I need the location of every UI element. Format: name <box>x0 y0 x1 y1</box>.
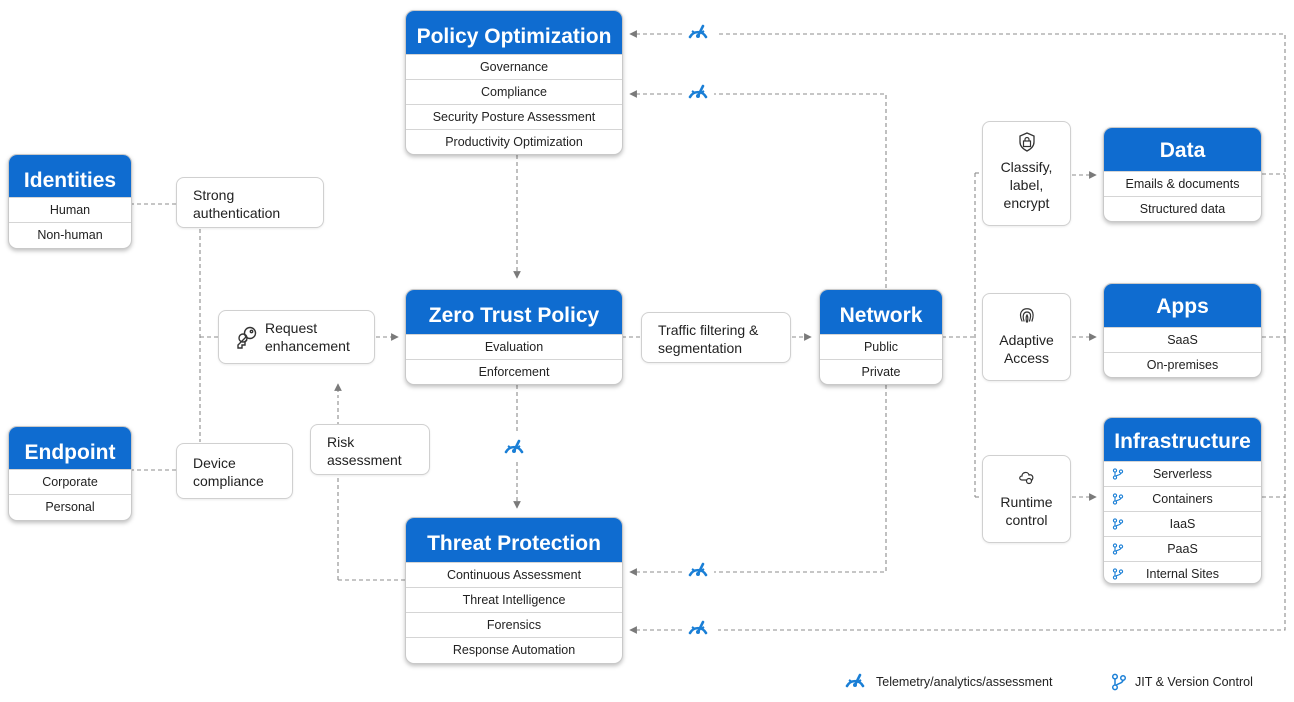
ztp-item: Evaluation <box>406 334 622 359</box>
infrastructure-item: IaaS <box>1104 511 1261 536</box>
infrastructure-item-label: Containers <box>1152 492 1213 506</box>
cloud-gear-icon <box>1018 471 1033 485</box>
infrastructure-title: Infrastructure <box>1104 418 1261 461</box>
branch-icon <box>1112 543 1124 555</box>
strong-authentication-card: Strong authentication <box>176 177 324 228</box>
lock-shield-icon <box>1018 132 1035 152</box>
legend-jit: JIT & Version Control <box>1111 673 1253 691</box>
data-title: Data <box>1104 128 1261 171</box>
legend-telemetry: Telemetry/analytics/assessment <box>842 673 1052 691</box>
identities-title: Identities <box>9 155 131 197</box>
legend-jit-label: JIT & Version Control <box>1135 675 1253 689</box>
data-item: Emails & documents <box>1104 171 1261 196</box>
branch-icon <box>1112 468 1124 480</box>
gauge-icon <box>504 439 524 455</box>
strong-authentication-label: Strong authentication <box>193 187 281 221</box>
identities-box: Identities Human Non-human <box>8 154 132 249</box>
infrastructure-item: Serverless <box>1104 461 1261 486</box>
network-item: Public <box>820 334 942 359</box>
adaptive-access-label: Adaptive Access <box>999 332 1054 366</box>
traffic-filtering-label: Traffic filtering & segmentation <box>658 322 759 356</box>
runtime-control-label: Runtime control <box>1000 494 1053 528</box>
endpoint-title: Endpoint <box>9 427 131 469</box>
infrastructure-item: PaaS <box>1104 536 1261 561</box>
threat-item: Continuous Assessment <box>406 562 622 587</box>
policy-item: Security Posture Assessment <box>406 104 622 129</box>
gauge-icon <box>845 673 865 689</box>
policy-item: Productivity Optimization <box>406 129 622 154</box>
risk-assessment-label: Risk assessment <box>327 434 402 468</box>
endpoint-item: Personal <box>9 494 131 519</box>
infrastructure-item-label: Internal Sites <box>1146 567 1219 581</box>
infrastructure-item-label: PaaS <box>1167 542 1198 556</box>
apps-item: On-premises <box>1104 352 1261 377</box>
zero-trust-policy-title: Zero Trust Policy <box>406 290 622 334</box>
traffic-filtering-card: Traffic filtering & segmentation <box>641 312 791 363</box>
key-icon <box>237 326 257 349</box>
threat-item: Response Automation <box>406 637 622 662</box>
request-enhancement-card: Request enhancement <box>218 310 375 364</box>
threat-protection-title: Threat Protection <box>406 518 622 562</box>
adaptive-access-card: Adaptive Access <box>982 293 1071 381</box>
identities-item: Non-human <box>9 222 131 247</box>
policy-item: Compliance <box>406 79 622 104</box>
branch-icon <box>1112 568 1124 580</box>
infrastructure-box: Infrastructure Serverless Containers Iaa… <box>1103 417 1262 584</box>
apps-title: Apps <box>1104 284 1261 327</box>
zero-trust-policy-box: Zero Trust Policy Evaluation Enforcement <box>405 289 623 385</box>
classify-label: Classify, label, encrypt <box>1000 159 1053 211</box>
device-compliance-card: Device compliance <box>176 443 293 499</box>
gauge-icon <box>688 24 708 40</box>
branch-icon <box>1112 518 1124 530</box>
ztp-item: Enforcement <box>406 359 622 384</box>
threat-protection-box: Threat Protection Continuous Assessment … <box>405 517 623 664</box>
policy-optimization-box: Policy Optimization Governance Complianc… <box>405 10 623 155</box>
infrastructure-item: Containers <box>1104 486 1261 511</box>
request-enhancement-label: Request enhancement <box>265 320 350 354</box>
network-item: Private <box>820 359 942 384</box>
policy-item: Governance <box>406 54 622 79</box>
branch-icon <box>1111 673 1127 691</box>
classify-card: Classify, label, encrypt <box>982 121 1071 226</box>
identities-item: Human <box>9 197 131 222</box>
infrastructure-item: Internal Sites <box>1104 561 1261 583</box>
infrastructure-item-label: Serverless <box>1152 467 1213 481</box>
apps-item: SaaS <box>1104 327 1261 352</box>
fingerprint-icon <box>1019 308 1034 323</box>
gauge-icon <box>688 84 708 100</box>
data-item: Structured data <box>1104 196 1261 221</box>
threat-item: Forensics <box>406 612 622 637</box>
policy-optimization-title: Policy Optimization <box>406 11 622 54</box>
legend-telemetry-label: Telemetry/analytics/assessment <box>876 675 1053 689</box>
gauge-icon <box>688 620 708 636</box>
network-title: Network <box>820 290 942 334</box>
gauge-icon <box>688 562 708 578</box>
endpoint-box: Endpoint Corporate Personal <box>8 426 132 521</box>
runtime-control-card: Runtime control <box>982 455 1071 543</box>
endpoint-item: Corporate <box>9 469 131 494</box>
branch-icon <box>1112 493 1124 505</box>
network-box: Network Public Private <box>819 289 943 385</box>
infrastructure-item-label: IaaS <box>1169 517 1196 531</box>
device-compliance-label: Device compliance <box>193 455 264 489</box>
risk-assessment-card: Risk assessment <box>310 424 430 475</box>
threat-item: Threat Intelligence <box>406 587 622 612</box>
data-box: Data Emails & documents Structured data <box>1103 127 1262 222</box>
apps-box: Apps SaaS On-premises <box>1103 283 1262 378</box>
